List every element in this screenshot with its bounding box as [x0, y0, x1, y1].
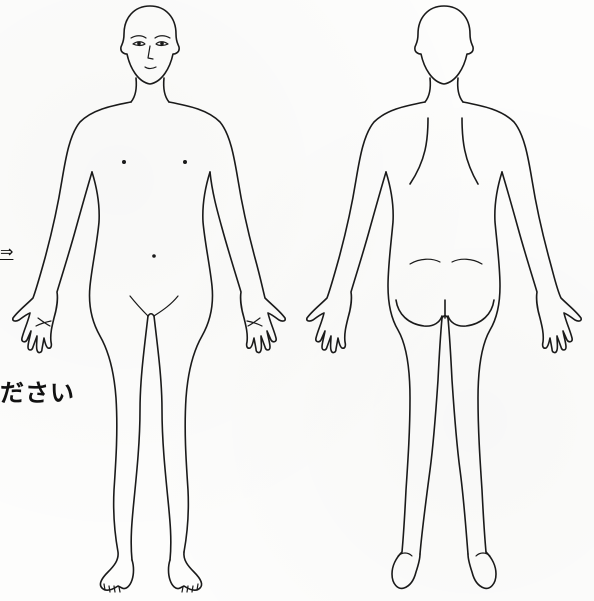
front-left-arm	[13, 102, 131, 353]
front-body-figure[interactable]	[13, 6, 285, 592]
back-body-figure[interactable]	[307, 6, 581, 588]
back-left-arm	[307, 102, 425, 353]
front-head	[121, 6, 179, 84]
back-head	[415, 6, 473, 84]
front-right-arm	[169, 102, 285, 353]
back-right-arm	[463, 102, 581, 353]
front-face	[131, 36, 170, 69]
